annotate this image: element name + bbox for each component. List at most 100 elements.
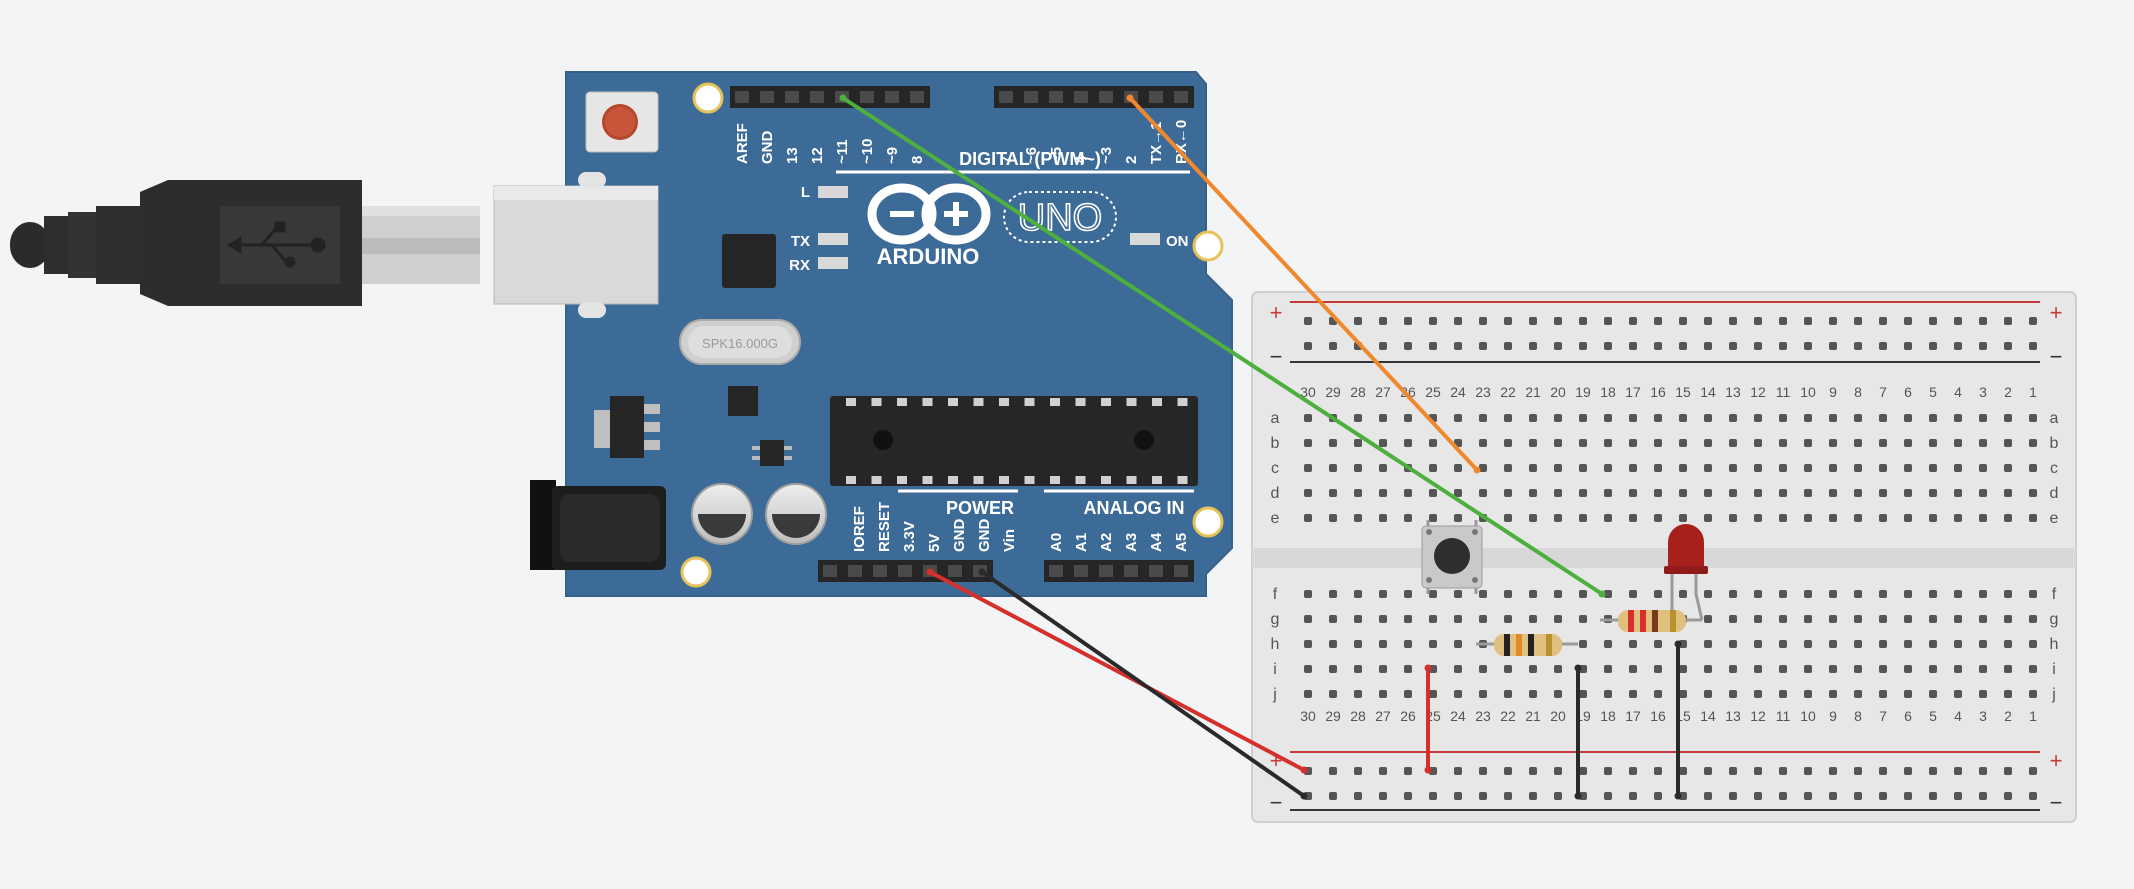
reset-button[interactable] [585,91,659,153]
digital-header-left[interactable] [730,86,930,108]
column-number-bottom: 14 [1700,708,1716,724]
column-number-bottom: 18 [1600,708,1616,724]
row-label-right: d [2050,485,2059,502]
row-label-right: g [2050,611,2059,628]
column-number-top: 24 [1450,384,1466,400]
wire-black[interactable] [980,570,1306,798]
uno-badge: UNO [1003,191,1117,243]
pin-label: AREF [734,123,751,164]
column-number-bottom: 24 [1450,708,1466,724]
column-number-top: 5 [1929,384,1937,400]
column-number-top: 27 [1375,384,1391,400]
pin-label: IOREF [851,506,868,552]
pin-label: A1 [1073,533,1090,552]
row-label-left: h [1271,636,1280,653]
arduino-logo-text: ARDUINO [877,244,980,269]
column-number-top: 20 [1550,384,1566,400]
pin-label: GND [976,519,993,553]
column-number-top: 28 [1350,384,1366,400]
usb-controller-chip [722,234,776,288]
pin-label: A2 [1098,533,1115,552]
breadboard-labels: 3030292928282727262625252424232322222121… [1270,300,2063,815]
column-number-bottom: 17 [1625,708,1641,724]
column-number-bottom: 20 [1550,708,1566,724]
digital-section-label: DIGITAL (PWM~) [959,149,1101,169]
pin-label: 5V [926,534,943,552]
onboard-leds: L TX RX ON [789,184,1188,274]
mounting-holes [680,82,1224,588]
usb-b-port [493,172,659,318]
arduino-uno-board[interactable]: SPK16.000G [493,71,1233,597]
rail-minus-label: − [2050,790,2063,815]
column-number-top: 21 [1525,384,1541,400]
column-number-bottom: 5 [1929,708,1937,724]
column-number-bottom: 10 [1800,708,1816,724]
column-number-top: 15 [1675,384,1691,400]
column-number-bottom: 12 [1750,708,1766,724]
pin-label: Vin [1001,529,1018,552]
pin-label: ~3 [1098,147,1115,164]
pin-label: 12 [809,147,826,164]
breadboard[interactable]: 3030292928282727262625252424232322222121… [1251,291,2077,823]
wires[interactable] [839,94,1682,800]
wire-orange[interactable] [1128,96,1479,472]
wire-red[interactable] [928,570,1306,772]
column-number-bottom: 6 [1904,708,1912,724]
crystal-oscillator: SPK16.000G [679,319,801,365]
pin-label: GND [951,519,968,553]
rail-minus-label: − [2050,344,2063,369]
column-number-bottom: 27 [1375,708,1391,724]
row-label-right: b [2050,435,2059,452]
column-number-bottom: 7 [1879,708,1887,724]
column-number-top: 25 [1425,384,1441,400]
column-number-top: 29 [1325,384,1341,400]
usb-cable[interactable] [10,180,480,306]
column-number-bottom: 16 [1650,708,1666,724]
column-number-top: 4 [1954,384,1962,400]
pin-label: ~6 [1023,147,1040,164]
pin-label: A4 [1148,532,1165,552]
pushbutton[interactable] [1421,520,1483,594]
column-number-top: 2 [2004,384,2012,400]
pin-label: 7 [998,156,1015,164]
column-number-top: 14 [1700,384,1716,400]
column-number-top: 13 [1725,384,1741,400]
column-number-bottom: 2 [2004,708,2012,724]
power-header[interactable] [818,560,993,582]
column-number-bottom: 28 [1350,708,1366,724]
column-number-bottom: 26 [1400,708,1416,724]
pin-label: GND [759,131,776,165]
digital-header-right[interactable] [994,86,1194,108]
column-number-top: 3 [1979,384,1987,400]
arduino-logo: ARDUINO [867,183,991,269]
dc-power-jack [530,480,666,570]
usb-icon [227,221,326,268]
column-number-bottom: 9 [1829,708,1837,724]
row-label-left: d [1271,485,1280,502]
small-transistor [752,440,792,466]
column-number-top: 1 [2029,384,2037,400]
resistor-2[interactable] [1600,610,1702,632]
pin-label: A5 [1173,533,1190,552]
led-red[interactable] [1664,524,1708,621]
column-number-top: 30 [1300,384,1316,400]
column-number-top: 9 [1829,384,1837,400]
led-label-l: L [801,184,810,201]
wire-green[interactable] [841,96,1604,596]
rail-minus-label: − [1270,790,1283,815]
analog-section-label: ANALOG IN [1084,498,1185,518]
column-number-bottom: 8 [1854,708,1862,724]
rail-minus-label: − [1270,344,1283,369]
row-label-right: c [2050,460,2058,477]
pin-label: RESET [876,502,893,552]
column-number-top: 10 [1800,384,1816,400]
analog-header[interactable] [1044,560,1194,582]
column-number-bottom: 22 [1500,708,1516,724]
column-number-bottom: 21 [1525,708,1541,724]
resistor-1[interactable] [1476,634,1578,656]
pin-label: A0 [1048,533,1065,552]
led-label-tx: TX [791,233,810,250]
column-number-bottom: 13 [1725,708,1741,724]
